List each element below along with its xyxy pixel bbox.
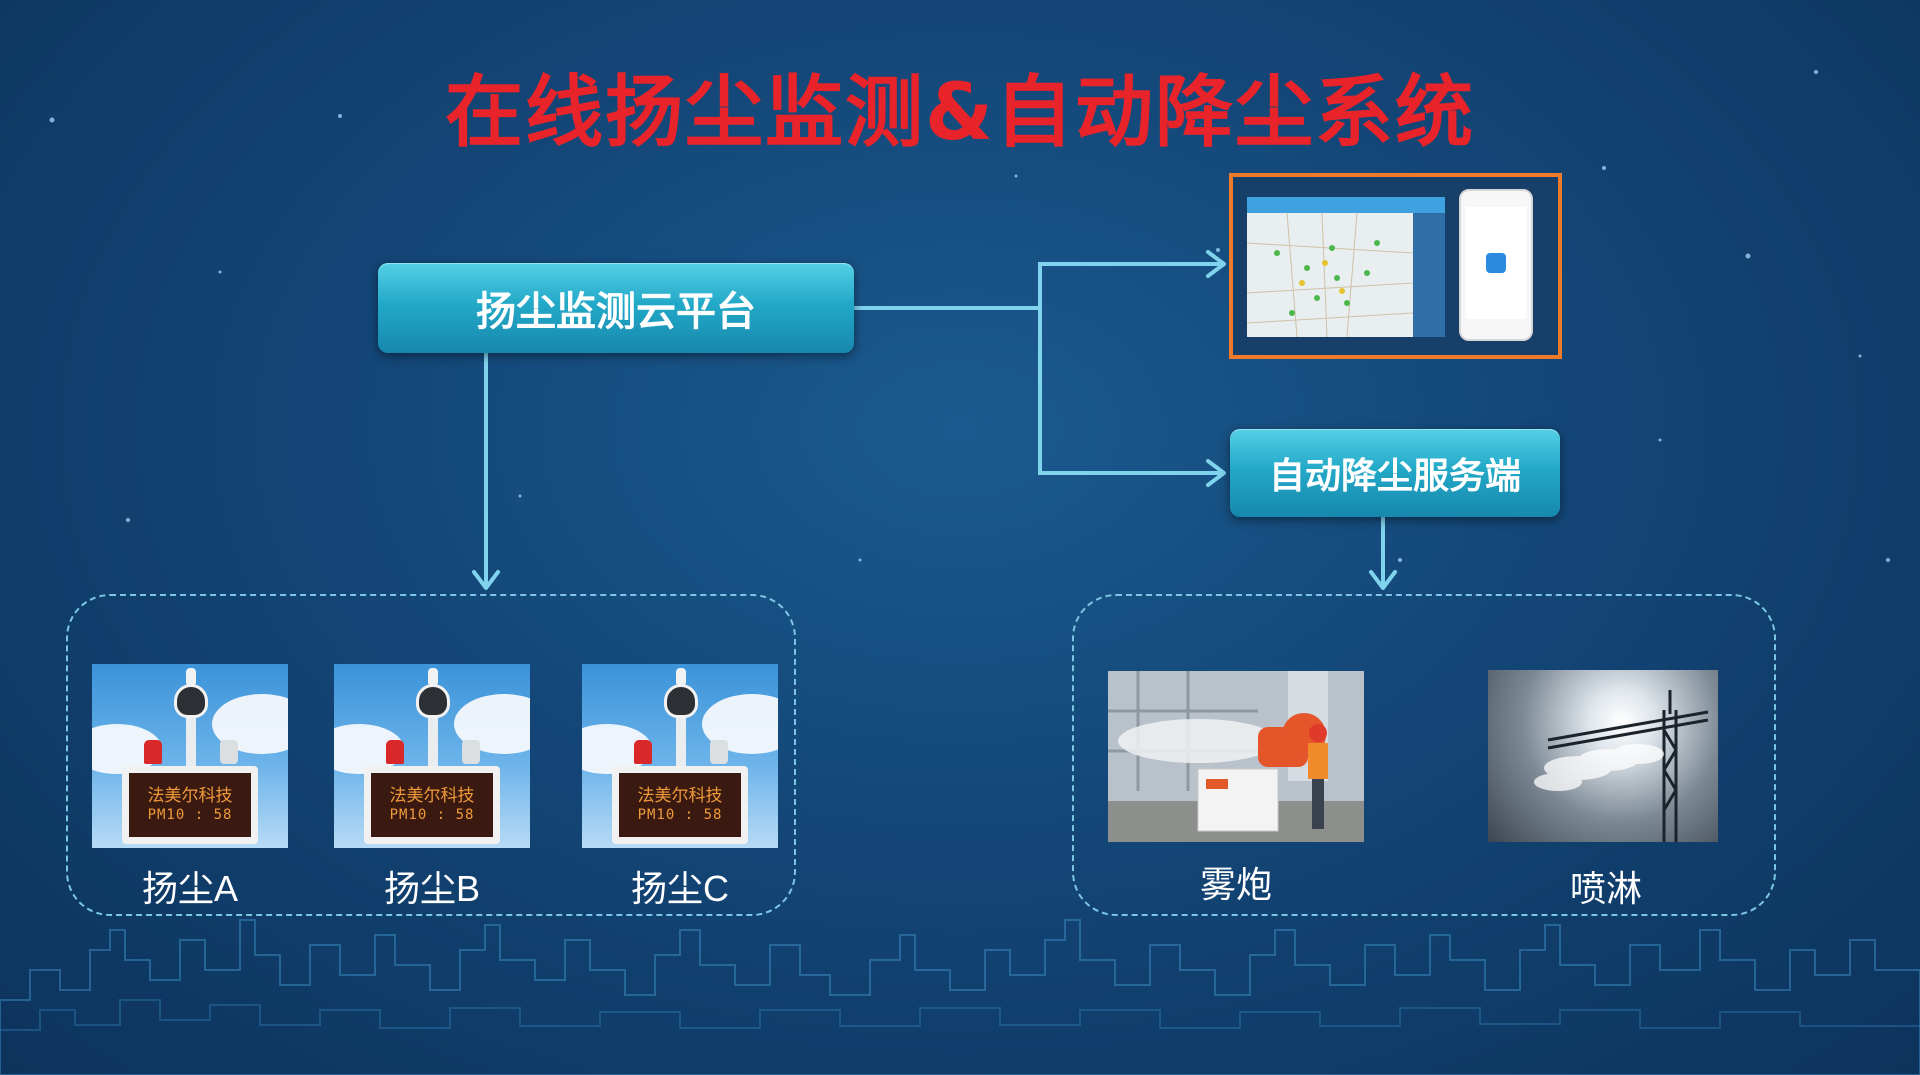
led-display-board: 法美尔科技 PM10 : 58 [122, 766, 258, 844]
camera-icon [664, 684, 698, 718]
phone-app-screenshot [1459, 189, 1533, 341]
city-skyline [0, 919, 1920, 1075]
arrowhead-devices [1369, 570, 1397, 590]
alarm-light-icon [634, 740, 652, 764]
arrowhead-monitors [472, 570, 500, 590]
fog-cannon-photo [1108, 671, 1364, 842]
led-display-board: 法美尔科技 PM10 : 58 [364, 766, 500, 844]
arrowhead-server [1206, 459, 1226, 487]
dust-monitor-photo-a: 法美尔科技 PM10 : 58 [92, 664, 288, 848]
sprinkler-label: 喷淋 [1569, 868, 1642, 909]
dust-monitor-label-b: 扬尘B [383, 868, 480, 909]
dust-monitor-photo-c: 法美尔科技 PM10 : 58 [582, 664, 778, 848]
map-dashboard-screenshot [1247, 197, 1445, 337]
sprinkler-crane-photo [1488, 670, 1718, 842]
dust-monitor-photo-b: 法美尔科技 PM10 : 58 [334, 664, 530, 848]
arrowhead-screens [1206, 250, 1226, 278]
alarm-light-icon [386, 740, 404, 764]
auto-dust-server-node: 自动降尘服务端 [1230, 429, 1560, 517]
dust-monitor-label-a: 扬尘A [141, 868, 238, 909]
platform-screens [1229, 173, 1562, 359]
page-title: 在线扬尘监测&自动降尘系统 [444, 68, 1476, 158]
dust-monitor-label-c: 扬尘C [631, 868, 729, 909]
camera-icon [416, 684, 450, 718]
dust-monitor-group [66, 594, 796, 916]
camera-icon [174, 684, 208, 718]
alarm-light-icon [144, 740, 162, 764]
cloud-platform-node: 扬尘监测云平台 [378, 263, 854, 353]
dust-suppression-group [1072, 594, 1776, 916]
fog-cannon-label: 雾炮 [1199, 864, 1272, 905]
app-icon [1486, 253, 1506, 273]
led-display-board: 法美尔科技 PM10 : 58 [612, 766, 748, 844]
